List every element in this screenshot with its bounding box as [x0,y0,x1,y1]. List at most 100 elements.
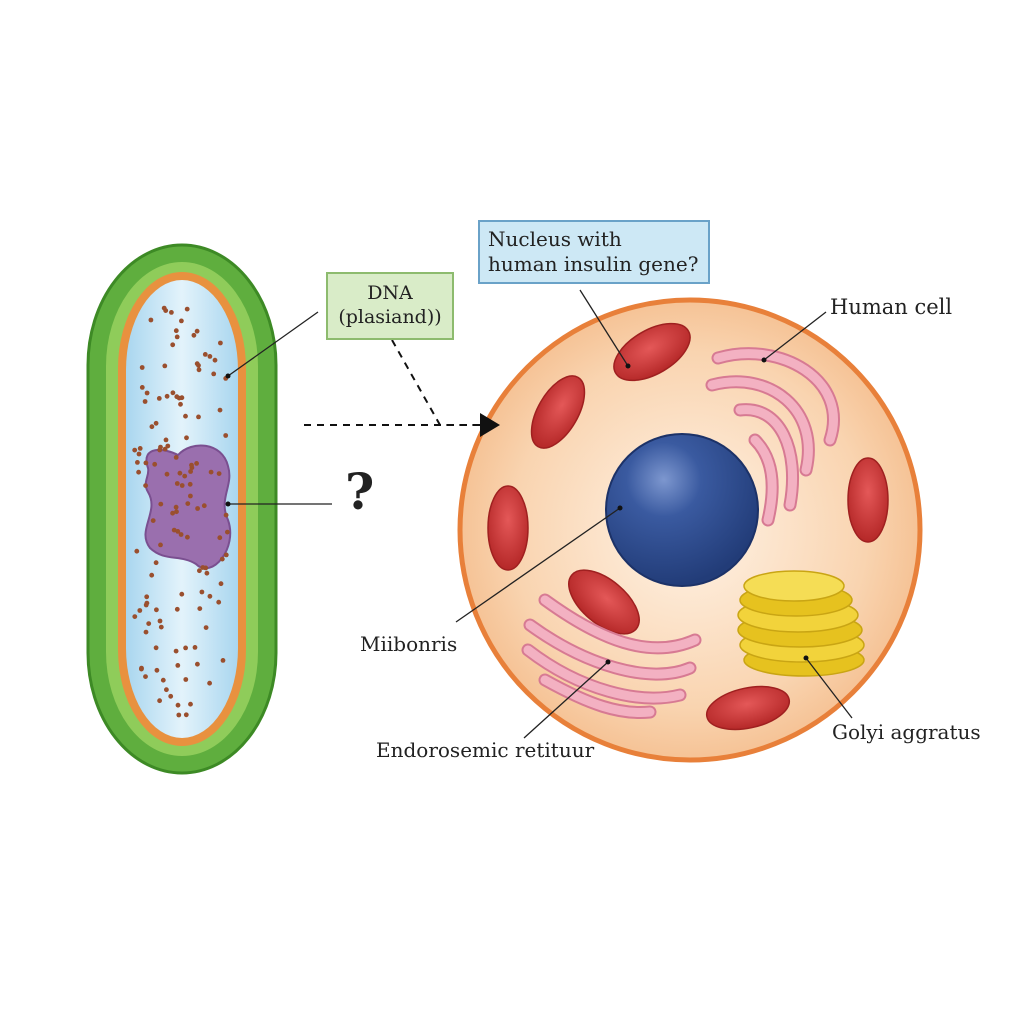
dna-dot [158,542,163,548]
dna-dot [163,308,169,313]
dna-dot [188,701,193,707]
dna-dot [146,621,152,626]
dna-dot [188,493,193,499]
dna-dot [225,529,230,535]
bacterium [86,243,278,775]
dna-dot [165,443,171,449]
dna-dot [150,518,156,523]
dna-dot [134,548,140,554]
dna-dot [143,674,148,679]
dna-dot [136,469,142,475]
dna-dot [207,680,213,686]
dna-dot [164,687,169,693]
nucleus [605,433,759,587]
dna-dot [194,361,200,367]
mitochondria-label: Miibonris [360,632,458,656]
nucleus-insulin-label-box: Nucleus with human insulin gene? [478,220,710,284]
leader-dots [225,357,809,665]
nucleus-label-line1: Nucleus with [488,227,622,251]
dna-dot [164,393,170,399]
dna-dot [182,473,188,479]
dna-dot [185,534,190,540]
dna-dot [154,667,160,673]
dna-dot [192,645,198,650]
dna-dot [143,460,149,466]
dna-dot [184,435,189,441]
mitochondrion [847,457,889,543]
dna-dot [135,460,140,465]
dna-dot [154,607,159,613]
dna-dot [184,306,190,312]
dna-dot [174,509,179,515]
dna-dot [171,527,177,533]
dna-dot [219,556,225,562]
dna-dot [163,437,169,443]
dna-dot [160,677,166,683]
dna-dot [144,600,150,606]
dna-dot [189,462,194,468]
dna-dot [139,365,145,370]
mitochondria-group [487,322,889,731]
dna-dot [178,401,183,407]
dna-dot [179,591,185,597]
mitochondrion [705,685,791,731]
dna-dot [218,340,223,346]
dna-dot [178,532,184,537]
dna-dot [183,677,189,682]
human-cell [457,297,923,763]
dna-dot [174,334,180,340]
dna-dot [217,407,223,413]
dna-dot [199,589,205,595]
dna-dot [143,629,149,635]
dna-dot [202,352,208,357]
dna-dot [216,471,222,476]
dna-dot [173,328,179,334]
leader-lines [227,289,853,739]
dna-dot [149,424,155,430]
dna-dot [183,645,189,651]
human-cell-label: Human cell [830,295,953,319]
dna-dot [132,447,138,453]
dna-dot [218,581,224,587]
dna-dot [173,455,179,460]
dna-dot [212,357,218,363]
dna-dot [185,501,191,506]
dna-dot [173,504,179,510]
dna-dot [175,529,181,534]
dna-dot [216,599,222,605]
endoplasmic-reticulum-lower [521,593,702,719]
dna-dot [149,572,155,578]
dna-dot [194,461,200,466]
dna-dot [142,399,148,404]
dna-dot [152,461,158,467]
dna-dot [162,363,168,369]
dna-dot [156,396,162,401]
dna-dot [223,433,229,438]
dna-dot [176,395,182,401]
endoplasmic-reticulum-upper [705,347,840,527]
dna-dot [223,552,229,558]
dna-dot [207,354,213,359]
dna-dot [200,565,206,570]
dna-dot [197,568,202,574]
dna-dot [137,608,143,613]
dna-dot [168,693,174,699]
dna-dot [173,648,179,654]
dna-dots [132,305,230,718]
dna-dot [179,483,185,488]
dna-dot [195,661,200,667]
dna-dot [179,318,184,324]
mitochondrion [613,322,691,382]
dna-dot [153,645,159,651]
dna-dot [203,625,209,630]
dna-dot [153,420,159,426]
dna-dot [157,618,163,624]
dna-dot [144,594,150,600]
golgi-apparatus-label: Golyi aggratus [832,720,981,744]
golgi-apparatus [737,570,865,677]
dna-dot [201,503,207,509]
dna-dot [183,413,188,419]
dna-dot [174,481,180,486]
dna-dot [196,367,202,373]
dna-dot [207,593,213,599]
